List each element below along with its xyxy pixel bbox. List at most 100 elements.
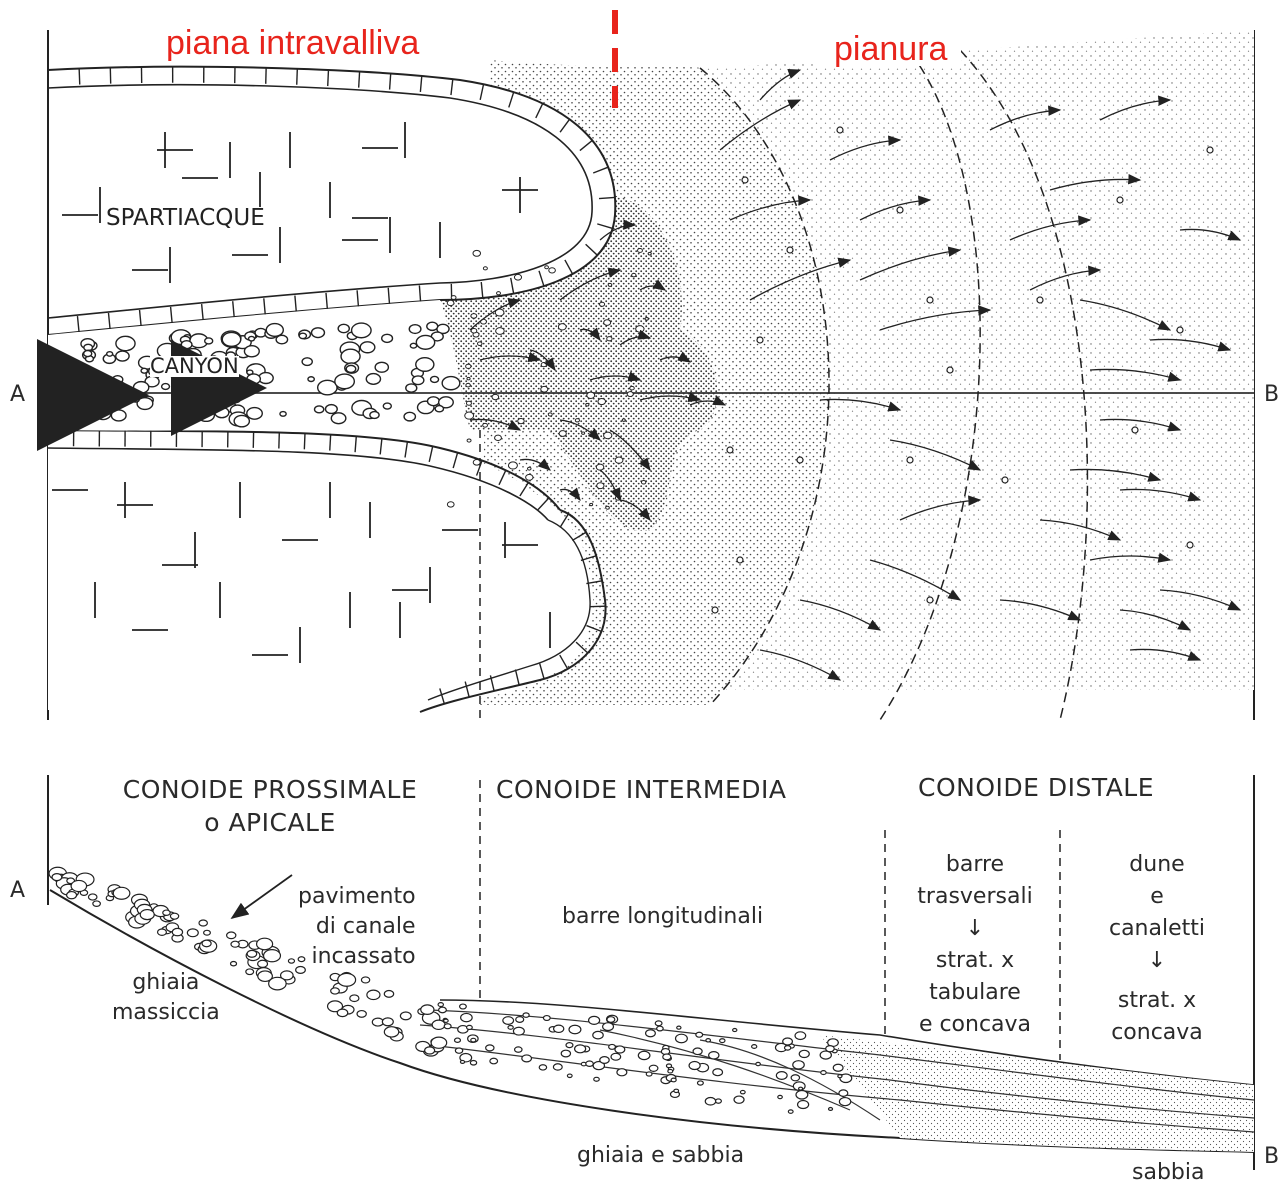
pebble: [92, 377, 104, 386]
section-pebble: [227, 932, 236, 939]
section-pebble: [776, 1072, 787, 1080]
section-pebble: [460, 1004, 467, 1009]
section-pebble: [752, 1045, 757, 1049]
section-pebble: [439, 1007, 447, 1013]
scattered-pebble: [1177, 327, 1183, 333]
pebble: [410, 343, 416, 348]
section-pebble: [693, 1048, 702, 1055]
section-pebble: [455, 1048, 462, 1053]
pebble: [508, 462, 517, 469]
pebble: [299, 333, 306, 338]
section-pebble: [471, 1038, 476, 1042]
scattered-pebble: [927, 597, 933, 603]
pebble: [526, 474, 533, 480]
section-pebble: [247, 950, 257, 957]
section-pebble: [603, 1023, 614, 1031]
pebble: [375, 362, 388, 372]
pebble: [596, 464, 603, 470]
section-pebble: [444, 1024, 451, 1029]
pebble: [112, 376, 122, 384]
section-pebble: [566, 1043, 573, 1048]
section-pebble: [795, 1032, 806, 1040]
section-pebble: [646, 1072, 652, 1076]
pebble: [204, 400, 212, 406]
section-pebble: [799, 1087, 803, 1090]
section-pebble: [522, 1055, 532, 1062]
pebble: [370, 412, 379, 419]
pebble: [615, 457, 623, 463]
section-pebble: [350, 995, 359, 1002]
pebble: [325, 405, 337, 414]
pebble: [335, 374, 355, 389]
section-pebble: [671, 1078, 676, 1082]
section-pebble: [615, 1046, 625, 1053]
pebble: [558, 324, 566, 330]
section-pebble: [839, 1098, 850, 1106]
pebble: [308, 377, 314, 382]
section-pebble: [709, 1052, 719, 1059]
section-pebble: [431, 1037, 447, 1048]
section-pebble: [172, 928, 182, 935]
pebble: [409, 325, 421, 334]
section-pebble: [258, 960, 268, 967]
ghiaia-massiccia-line2: massiccia: [112, 998, 220, 1028]
dune-arrow: ↓: [1082, 945, 1232, 977]
section-pebble: [649, 1065, 658, 1071]
section-pebble: [503, 1017, 514, 1025]
section-pebble: [666, 1064, 671, 1068]
pebble: [527, 467, 531, 470]
section-pebble: [646, 1030, 656, 1037]
section-pebble: [778, 1095, 783, 1098]
pebble: [447, 502, 454, 507]
section-pebble: [384, 1027, 398, 1037]
section-pebble: [838, 1075, 842, 1078]
section-pebble: [187, 929, 198, 937]
section-pebble: [67, 892, 77, 899]
section-pebble: [617, 1069, 627, 1076]
pebble: [582, 432, 585, 434]
pebble: [162, 384, 170, 390]
section-pebble: [655, 1021, 662, 1026]
scattered-pebble: [1002, 477, 1008, 483]
pebble: [606, 506, 610, 509]
pavimento-line2: di canale: [298, 912, 416, 942]
scattered-pebble: [757, 337, 763, 343]
section-pebble: [611, 1053, 621, 1060]
pebble: [645, 317, 648, 320]
ghiaia-e-sabbia-label: ghiaia e sabbia: [577, 1145, 744, 1167]
section-pebble: [706, 1039, 711, 1042]
section-pebble: [561, 1050, 570, 1057]
section-pebble: [71, 880, 86, 891]
pebble: [497, 292, 501, 295]
pebble: [451, 296, 456, 300]
pebble: [483, 423, 488, 427]
section-pebble: [839, 1090, 848, 1096]
pebble: [598, 398, 606, 404]
pebble: [311, 328, 324, 338]
section-pebble: [799, 1050, 809, 1057]
pebble: [416, 358, 434, 372]
section-pebble: [52, 874, 62, 881]
pebble: [465, 412, 474, 419]
section-pebble: [575, 1045, 586, 1053]
zone-intermediate-header: CONOIDE INTERMEDIA: [496, 777, 786, 802]
piana-intravalliva-label: piana intravalliva: [166, 26, 419, 60]
section-pebble: [490, 1058, 498, 1064]
pebble: [266, 324, 283, 337]
section-pebble: [677, 1026, 681, 1029]
section-pebble: [338, 973, 356, 986]
section-pebble: [539, 1065, 546, 1070]
pebble: [198, 409, 215, 421]
pebble: [604, 432, 612, 439]
scattered-pebble: [797, 457, 803, 463]
pebble: [416, 335, 434, 349]
pebble: [57, 360, 65, 366]
pebble: [496, 328, 505, 335]
section-pebble: [689, 1062, 700, 1070]
section-pebble: [467, 1025, 473, 1029]
section-pebble: [204, 930, 211, 935]
pebble: [636, 326, 644, 333]
section-pebble: [444, 1019, 449, 1022]
zone-distal-header: CONOIDE DISTALE: [918, 775, 1154, 800]
dune-line6: concava: [1082, 1017, 1232, 1049]
